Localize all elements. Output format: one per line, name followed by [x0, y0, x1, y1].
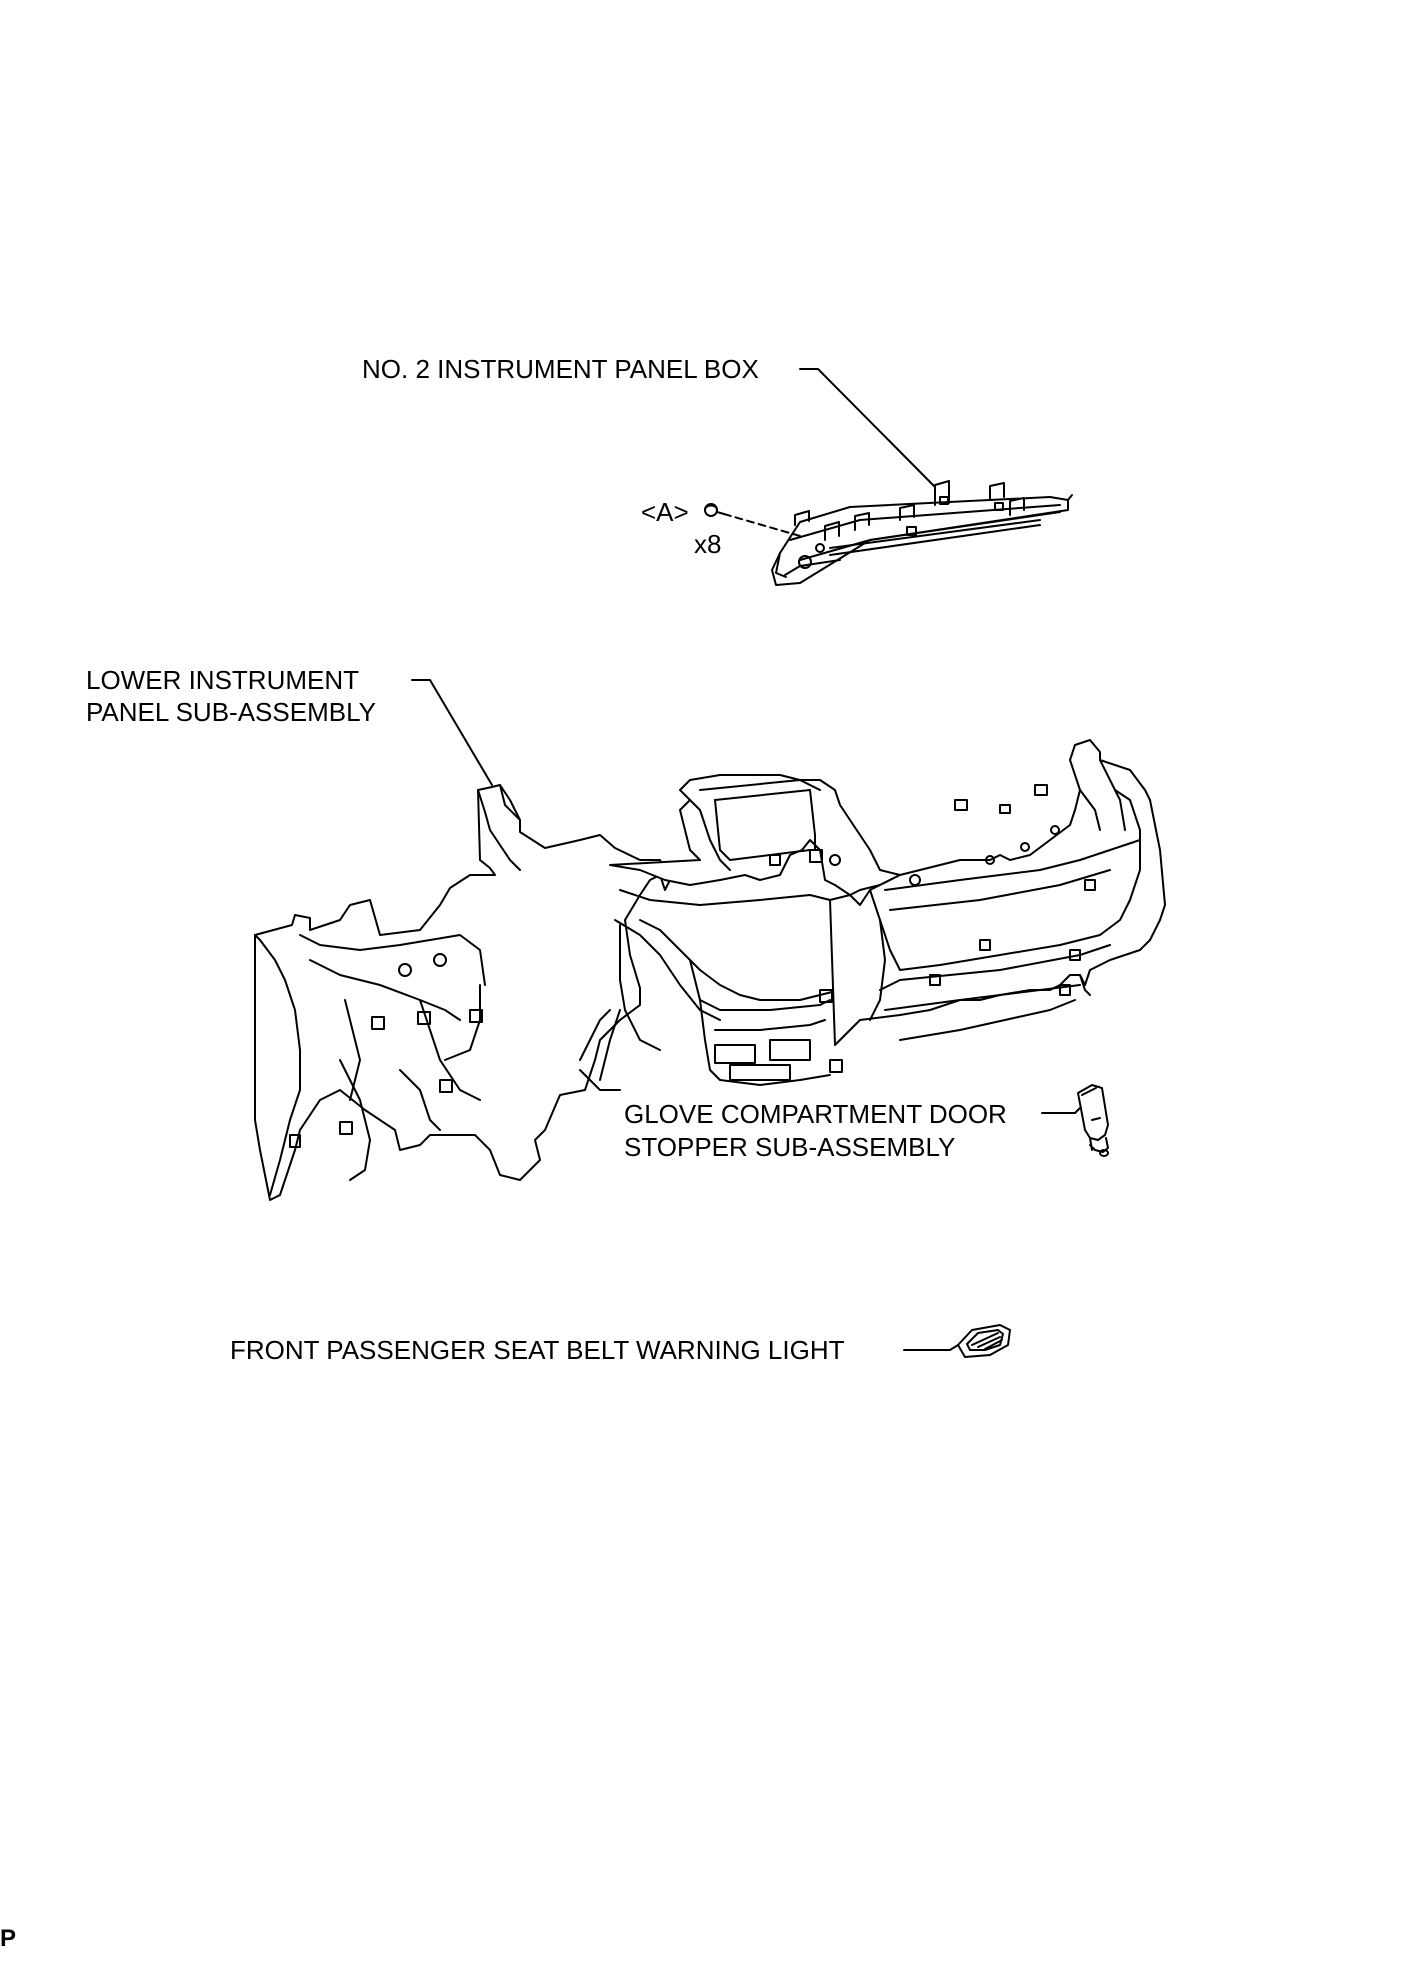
label-lower-panel-line1: LOWER INSTRUMENT — [86, 665, 359, 695]
no2-instrument-panel-box-part — [772, 481, 1072, 585]
leader-glove-stopper — [1042, 1108, 1080, 1113]
label-glove-stopper-line1: GLOVE COMPARTMENT DOOR — [624, 1099, 1007, 1129]
seat-belt-light-part — [958, 1325, 1010, 1357]
leader-no2-box — [800, 369, 935, 487]
label-seat-belt-warning-light: FRONT PASSENGER SEAT BELT WARNING LIGHT — [230, 1335, 845, 1365]
glove-stopper-part — [1078, 1085, 1108, 1156]
label-glove-stopper-line2: STOPPER SUB-ASSEMBLY — [624, 1132, 956, 1162]
lower-instrument-panel-part — [255, 740, 1165, 1200]
label-lower-panel-line2: PANEL SUB-ASSEMBLY — [86, 697, 376, 727]
clip-a-part — [705, 504, 800, 536]
label-no2-instrument-panel-box: NO. 2 INSTRUMENT PANEL BOX — [362, 354, 759, 384]
leader-lower-panel — [412, 680, 492, 785]
leader-seat-belt-light — [904, 1345, 958, 1350]
label-clip-quantity: x8 — [694, 529, 722, 559]
label-clip-reference: <A> — [641, 497, 689, 527]
page-footer-mark: P — [0, 1925, 17, 1952]
